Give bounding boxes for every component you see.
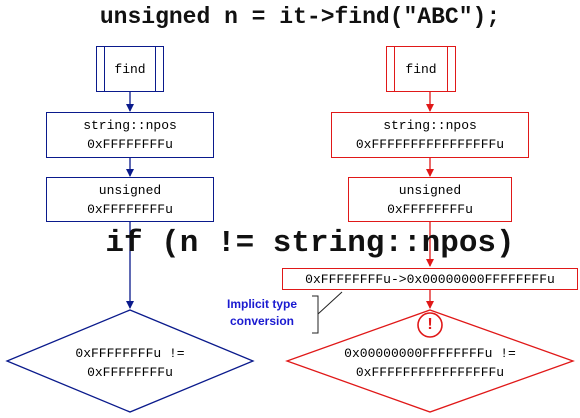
implicit-conversion-callout: Implicit type conversion bbox=[214, 296, 310, 330]
callout-line1: Implicit type bbox=[226, 297, 297, 311]
left-compare-line1: 0xFFFFFFFFu != bbox=[75, 346, 185, 361]
right-find-box: find bbox=[386, 46, 456, 92]
left-npos-line2: 0xFFFFFFFFu bbox=[87, 137, 173, 152]
callout-bracket bbox=[312, 295, 319, 334]
right-conversion-label: 0xFFFFFFFFu->0x00000000FFFFFFFFu bbox=[305, 271, 555, 287]
right-unsigned-line2: 0xFFFFFFFFu bbox=[387, 201, 473, 217]
right-find-label: find bbox=[405, 61, 437, 77]
callout-leader bbox=[317, 291, 343, 315]
condition-code: if (n != string::npos) bbox=[105, 226, 515, 261]
callout-line2: conversion bbox=[229, 314, 295, 328]
warning-icon: ! bbox=[427, 316, 433, 333]
left-unsigned-line1: unsigned bbox=[98, 182, 162, 198]
right-conversion-box: 0xFFFFFFFFu->0x00000000FFFFFFFFu bbox=[282, 268, 578, 290]
right-find-bar-right bbox=[447, 47, 448, 91]
right-find-bar-left bbox=[394, 47, 395, 91]
left-find-box: find bbox=[96, 46, 164, 92]
left-npos-box: string::npos 0xFFFFFFFFu bbox=[46, 112, 214, 158]
right-unsigned-box: unsigned 0xFFFFFFFFu bbox=[348, 177, 512, 222]
right-compare-line2: 0xFFFFFFFFFFFFFFFFu bbox=[355, 365, 505, 380]
right-compare-text: 0x00000000FFFFFFFFu != 0xFFFFFFFFFFFFFFF… bbox=[300, 344, 560, 382]
title-code: unsigned n = it->find("ABC"); bbox=[99, 4, 501, 30]
warning-circle bbox=[417, 312, 443, 338]
left-npos-line1: string::npos bbox=[83, 118, 177, 133]
right-npos-line1: string::npos bbox=[383, 118, 477, 133]
left-find-bar-left bbox=[104, 47, 105, 91]
left-compare-text: 0xFFFFFFFFu != 0xFFFFFFFFu bbox=[30, 344, 230, 382]
right-npos-line2: 0xFFFFFFFFFFFFFFFFu bbox=[355, 137, 505, 152]
left-decision-diamond bbox=[5, 309, 255, 413]
left-unsigned-line2: 0xFFFFFFFFu bbox=[87, 201, 173, 217]
left-find-label: find bbox=[114, 61, 146, 77]
right-compare-line1: 0x00000000FFFFFFFFu != bbox=[344, 346, 516, 361]
left-unsigned-box: unsigned 0xFFFFFFFFu bbox=[46, 177, 214, 222]
left-compare-line2: 0xFFFFFFFFu bbox=[87, 365, 173, 380]
right-npos-box: string::npos 0xFFFFFFFFFFFFFFFFu bbox=[331, 112, 529, 158]
right-decision-diamond bbox=[285, 309, 575, 413]
right-unsigned-line1: unsigned bbox=[398, 182, 462, 198]
left-find-bar-right bbox=[155, 47, 156, 91]
